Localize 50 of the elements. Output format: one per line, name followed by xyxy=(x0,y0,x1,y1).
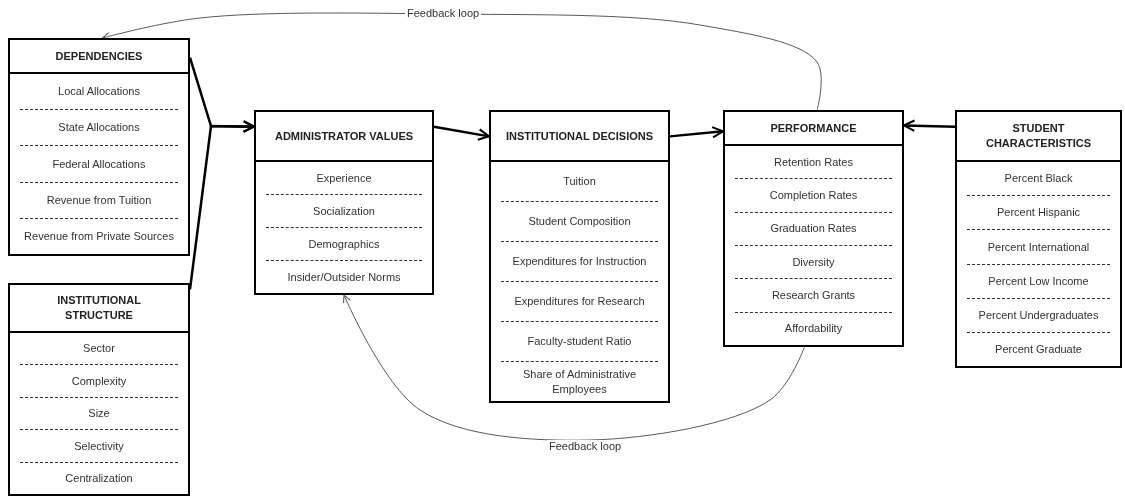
factor-text: Experience xyxy=(316,170,372,186)
category-box xyxy=(8,38,190,256)
factor-text: Demographics xyxy=(308,236,380,252)
factor-text: Percent Hispanic xyxy=(996,205,1081,221)
factor-text: Share of Administrative Employees xyxy=(521,366,638,397)
factor-text: Student Composition xyxy=(528,214,631,229)
box-heading: ADMINISTRATOR VALUES xyxy=(274,128,414,144)
factor-text: Faculty-student Ratio xyxy=(527,334,632,349)
factor-text: Revenue from Private Sources xyxy=(24,229,174,244)
factor-text: Percent Black xyxy=(1004,171,1073,186)
factor-text: Insider/Outsider Norms xyxy=(287,269,401,285)
factor-text: Size xyxy=(88,406,110,421)
factor-text: State Allocations xyxy=(58,120,140,136)
box-heading: STUDENT CHARACTERISTICS xyxy=(984,121,1093,151)
factor-text: Tuition xyxy=(563,174,596,189)
factor-text: Percent Graduate xyxy=(995,342,1082,357)
feedback-arrow xyxy=(343,294,805,441)
box-heading: PERFORMANCE xyxy=(770,120,857,136)
factor-text: Affordability xyxy=(784,321,843,337)
category-box xyxy=(8,283,190,496)
factor-text: Diversity xyxy=(792,254,835,270)
category-box xyxy=(723,110,904,347)
factor-text: Expenditures for Research xyxy=(514,294,645,309)
category-box xyxy=(254,110,434,295)
factor-text: Complexity xyxy=(71,373,127,389)
factor-text: Centralization xyxy=(65,470,133,486)
arrow xyxy=(433,125,491,141)
box-heading: INSTITUTIONAL DECISIONS xyxy=(505,128,654,144)
box-heading: INSTITUTIONAL STRUCTURE xyxy=(56,293,142,323)
factor-text: Research Grants xyxy=(771,288,856,303)
feedback-arrow xyxy=(102,12,822,111)
factor-text: Federal Allocations xyxy=(52,156,146,172)
arrow xyxy=(669,126,725,139)
category-box xyxy=(955,110,1122,368)
factor-text: Revenue from Tuition xyxy=(46,192,152,208)
factor-text: Percent Undergraduates xyxy=(978,307,1099,323)
factor-text: Sector xyxy=(83,341,115,357)
factor-text: Expenditures for Instruction xyxy=(512,254,647,269)
factor-text: Percent Low Income xyxy=(988,273,1089,289)
box-heading: DEPENDENCIES xyxy=(55,48,143,64)
edge-label: Feedback loop xyxy=(405,7,482,19)
edge-label: Feedback loop xyxy=(547,440,624,452)
factor-text: Retention Rates xyxy=(774,154,853,170)
factor-text: Graduation Rates xyxy=(770,221,857,237)
category-box xyxy=(489,110,670,403)
factor-text: Selectivity xyxy=(74,438,124,454)
factor-text: Local Allocations xyxy=(58,84,140,99)
factor-text: Percent International xyxy=(987,239,1090,255)
factor-text: Completion Rates xyxy=(769,188,858,203)
factor-text: Socialization xyxy=(313,203,375,219)
